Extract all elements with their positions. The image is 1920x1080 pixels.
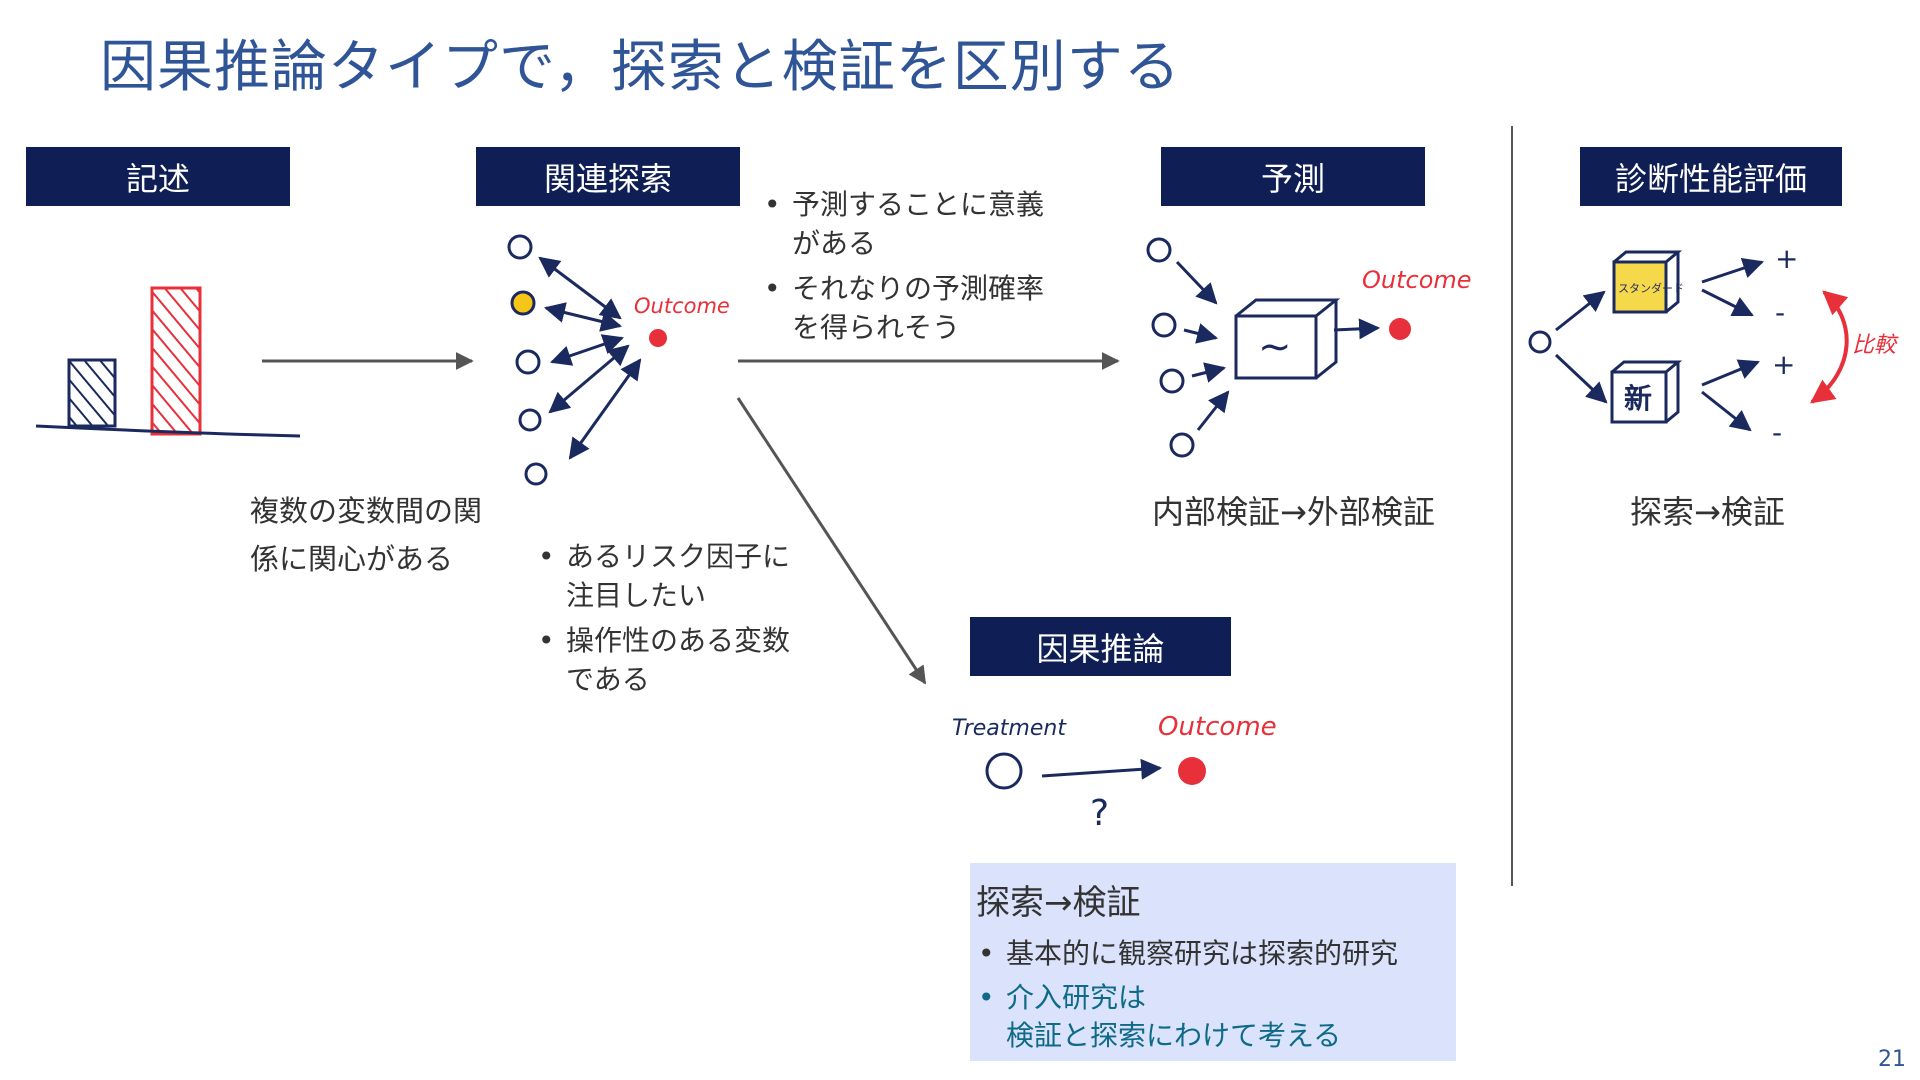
pred-in-2	[1183, 323, 1219, 344]
causal-outcome-label: Outcome	[1158, 712, 1277, 742]
model-box-top	[1235, 298, 1341, 318]
causal-arrow	[1041, 758, 1163, 780]
pred-outcome-dot	[1389, 318, 1411, 340]
new-plus-arrow	[1701, 359, 1760, 387]
compare-label: 比較	[1852, 333, 1899, 358]
prediction-sketch	[1146, 237, 1381, 458]
summary-heading: 探索→検証	[976, 883, 1141, 923]
prediction-validation-label: 内部検証→外部検証	[1152, 493, 1435, 531]
page-number: 21	[1878, 1047, 1906, 1072]
pred-in-4	[1196, 390, 1230, 431]
assoc-node-highlight	[510, 290, 536, 316]
description-bar-sketch	[35, 286, 301, 438]
diag-arrow-new	[1554, 353, 1608, 404]
prediction-bullet-2: それなりの予測確率 を得られそう	[762, 269, 1044, 347]
std-plus: +	[1775, 242, 1798, 275]
header-diagnostic: 診断性能評価	[1580, 147, 1842, 206]
diag-arrow-standard	[1555, 290, 1606, 332]
new-minus: -	[1772, 416, 1782, 449]
assoc-outcome-label: Outcome	[634, 294, 730, 318]
slide-title: 因果推論タイプで，探索と検証を区別する	[100, 35, 1181, 100]
prediction-bullet-1: 予測することに意義 がある	[762, 185, 1044, 263]
assoc-link-2	[543, 302, 623, 332]
causal-outcome-dot	[1178, 757, 1206, 785]
assoc-node-5	[524, 462, 548, 486]
standard-box	[1612, 260, 1668, 314]
standard-box-label: スタンダード	[1618, 281, 1684, 295]
pred-node-3	[1159, 368, 1185, 394]
association-bullet-2: 操作性のある変数 である	[536, 621, 790, 699]
new-box-top	[1611, 360, 1683, 424]
assoc-node-3	[515, 349, 541, 375]
assoc-node-4	[518, 408, 542, 432]
diagnostic-sketch	[1528, 250, 1764, 432]
association-sketch	[507, 234, 642, 486]
header-association: 関連探索	[476, 147, 740, 206]
assoc-link-5	[568, 358, 642, 460]
description-text: 複数の変数間の関 係に関心がある	[250, 487, 482, 583]
bar-baseline	[35, 424, 301, 438]
prediction-bullets: 予測することに意義 がある それなりの予測確率 を得られそう	[762, 185, 1044, 353]
association-bullets: あるリスク因子に 注目したい 操作性のある変数 である	[536, 537, 790, 705]
summary-item-observational: 基本的に観察研究は探索的研究	[970, 935, 1398, 973]
summary-box: 探索→検証 基本的に観察研究は探索的研究 介入研究は 検証と探索にわけて考える	[970, 863, 1456, 1061]
assoc-node-1	[507, 234, 533, 260]
diagnostic-validation-label: 探索→検証	[1630, 493, 1785, 531]
bar-tall	[150, 286, 202, 436]
bar-short	[67, 358, 117, 428]
pred-node-2	[1151, 312, 1177, 338]
std-minus-arrow	[1701, 288, 1754, 317]
std-minus: -	[1775, 296, 1785, 329]
new-box-label: 新	[1624, 382, 1652, 415]
std-plus-arrow	[1701, 258, 1764, 284]
model-tilde: ∼	[1258, 324, 1292, 370]
pred-in-1	[1175, 260, 1218, 305]
association-bullet-1: あるリスク因子に 注目したい	[536, 537, 790, 615]
summary-item-interventional: 介入研究は 検証と探索にわけて考える	[970, 979, 1398, 1055]
header-prediction: 予測	[1161, 147, 1425, 206]
assoc-outcome-dot	[649, 329, 667, 347]
arrow-association-to-causal	[736, 397, 927, 685]
description-line-1: 複数の変数間の関	[250, 494, 483, 528]
header-description: 記述	[26, 147, 290, 206]
new-plus: +	[1772, 348, 1795, 381]
new-minus-arrow	[1701, 390, 1752, 432]
pred-node-4	[1169, 432, 1195, 458]
summary-list: 基本的に観察研究は探索的研究 介入研究は 検証と探索にわけて考える	[970, 935, 1398, 1061]
pred-in-3	[1191, 362, 1227, 383]
treatment-node	[985, 752, 1023, 790]
model-box-side	[1315, 300, 1338, 380]
pred-node-1	[1146, 237, 1172, 263]
header-causal: 因果推論	[970, 617, 1231, 676]
compare-arrow	[1810, 290, 1849, 404]
pred-outcome-label: Outcome	[1362, 266, 1472, 294]
model-box-front	[1234, 314, 1318, 380]
section-divider	[1511, 126, 1513, 886]
new-box	[1610, 370, 1668, 424]
treatment-label: Treatment	[952, 716, 1067, 741]
description-line-2: 係に関心がある	[250, 542, 454, 576]
diag-node	[1528, 330, 1552, 354]
assoc-link-4	[548, 344, 630, 414]
causal-question: ?	[1090, 793, 1109, 834]
standard-box-top	[1613, 250, 1683, 314]
pred-out-arrow	[1333, 318, 1381, 340]
